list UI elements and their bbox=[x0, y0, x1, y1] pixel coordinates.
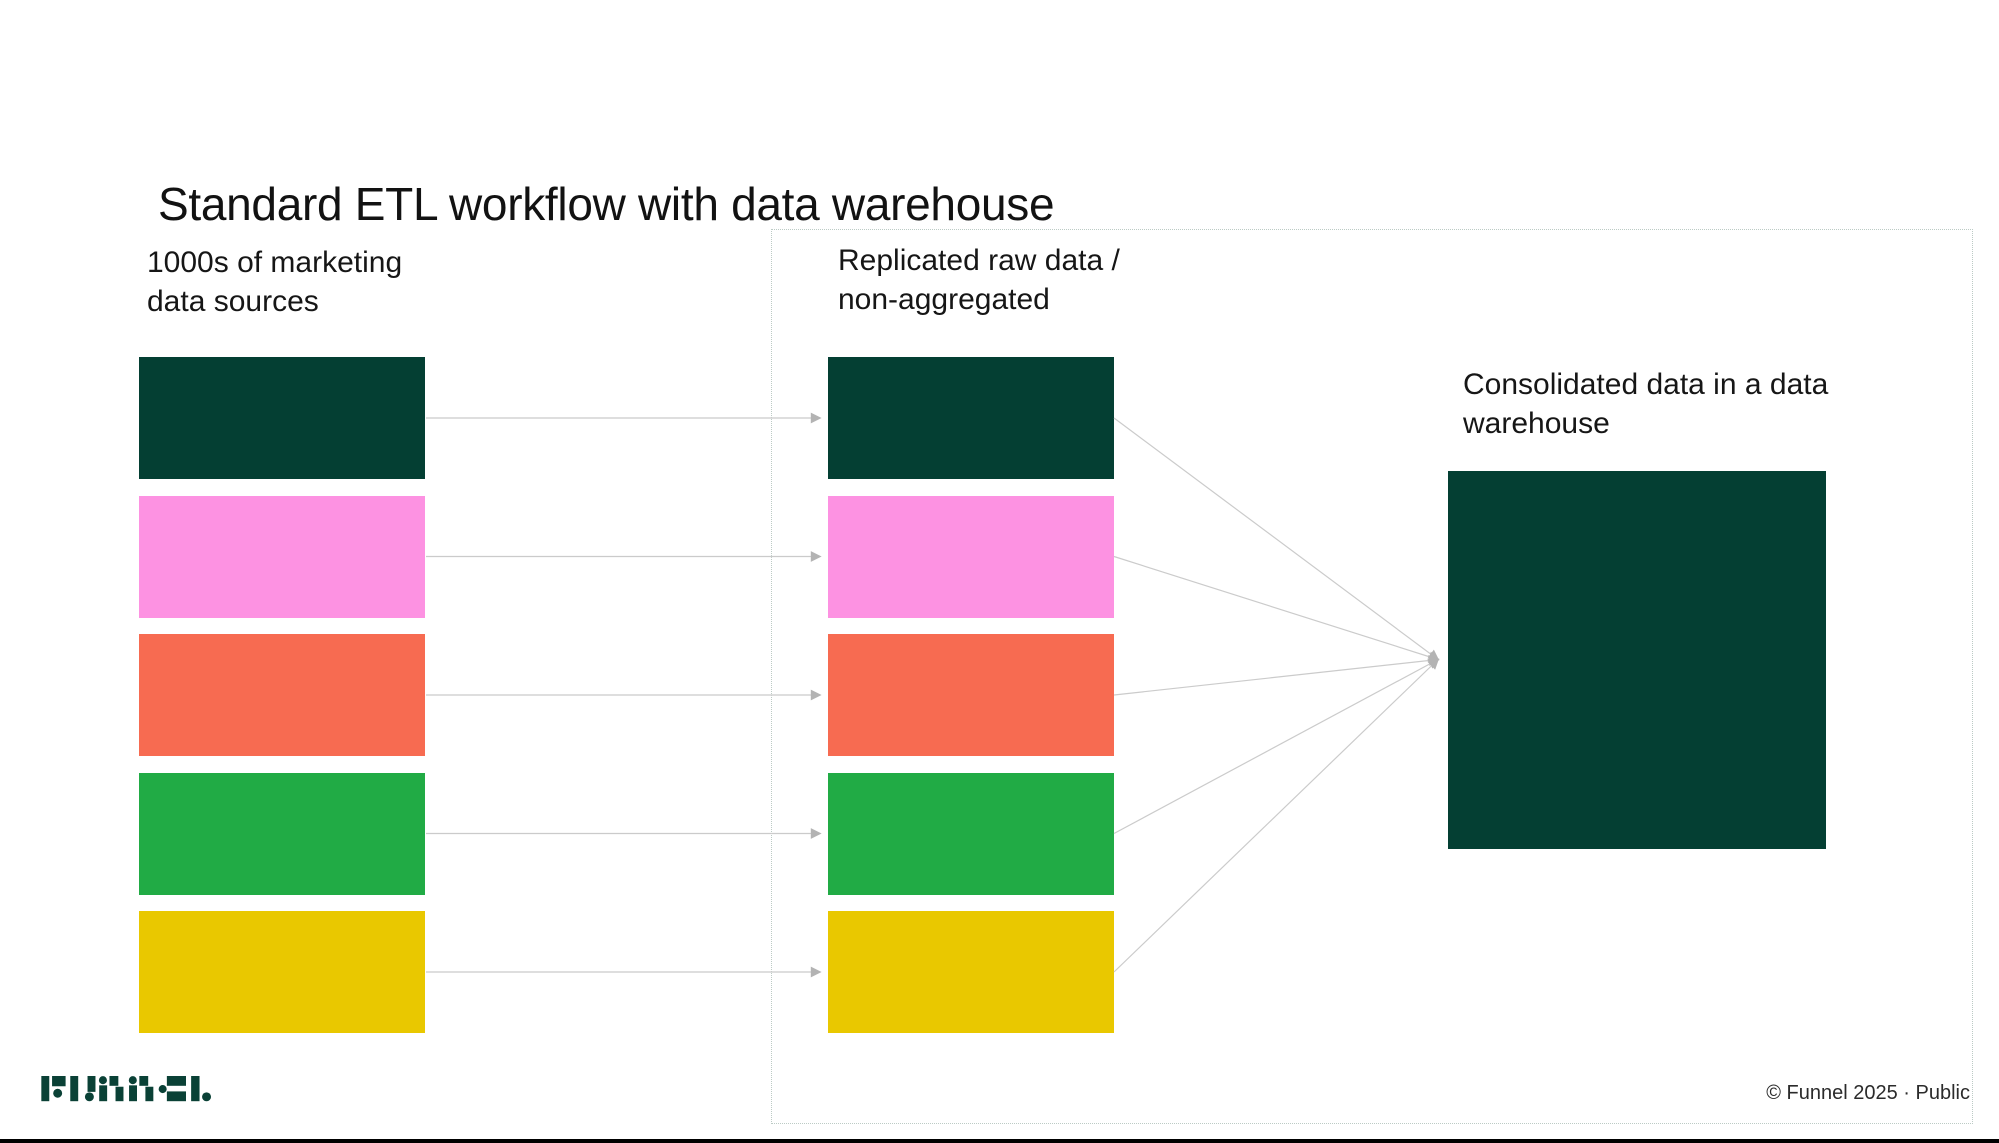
replicated-block-4 bbox=[828, 772, 1114, 895]
replicated-block-3 bbox=[828, 634, 1114, 756]
page-title: Standard ETL workflow with data warehous… bbox=[158, 177, 1055, 230]
source-block-5 bbox=[139, 911, 425, 1033]
data-warehouse-box bbox=[1448, 471, 1826, 849]
source-block-4 bbox=[139, 772, 425, 895]
replicated-label: Replicated raw data / non-aggregated bbox=[838, 244, 1120, 316]
window-bottom-edge bbox=[0, 1139, 1999, 1143]
warehouse-zone-border bbox=[771, 229, 1973, 1124]
source-block-1 bbox=[139, 357, 425, 479]
replicated-blocks-column bbox=[828, 357, 1114, 1033]
replicated-block-2 bbox=[828, 495, 1114, 618]
funnel-logo bbox=[41, 1076, 212, 1102]
copyright-text: © Funnel 2025 · Public bbox=[1766, 1082, 1970, 1104]
source-block-2 bbox=[139, 495, 425, 618]
warehouse-label: Consolidated data in a data warehouse bbox=[1463, 368, 1829, 440]
replicated-block-1 bbox=[828, 357, 1114, 479]
replicated-block-5 bbox=[828, 911, 1114, 1033]
source-blocks-column bbox=[139, 357, 425, 1033]
sources-label: 1000s of marketing data sources bbox=[147, 246, 403, 318]
source-block-3 bbox=[139, 634, 425, 756]
